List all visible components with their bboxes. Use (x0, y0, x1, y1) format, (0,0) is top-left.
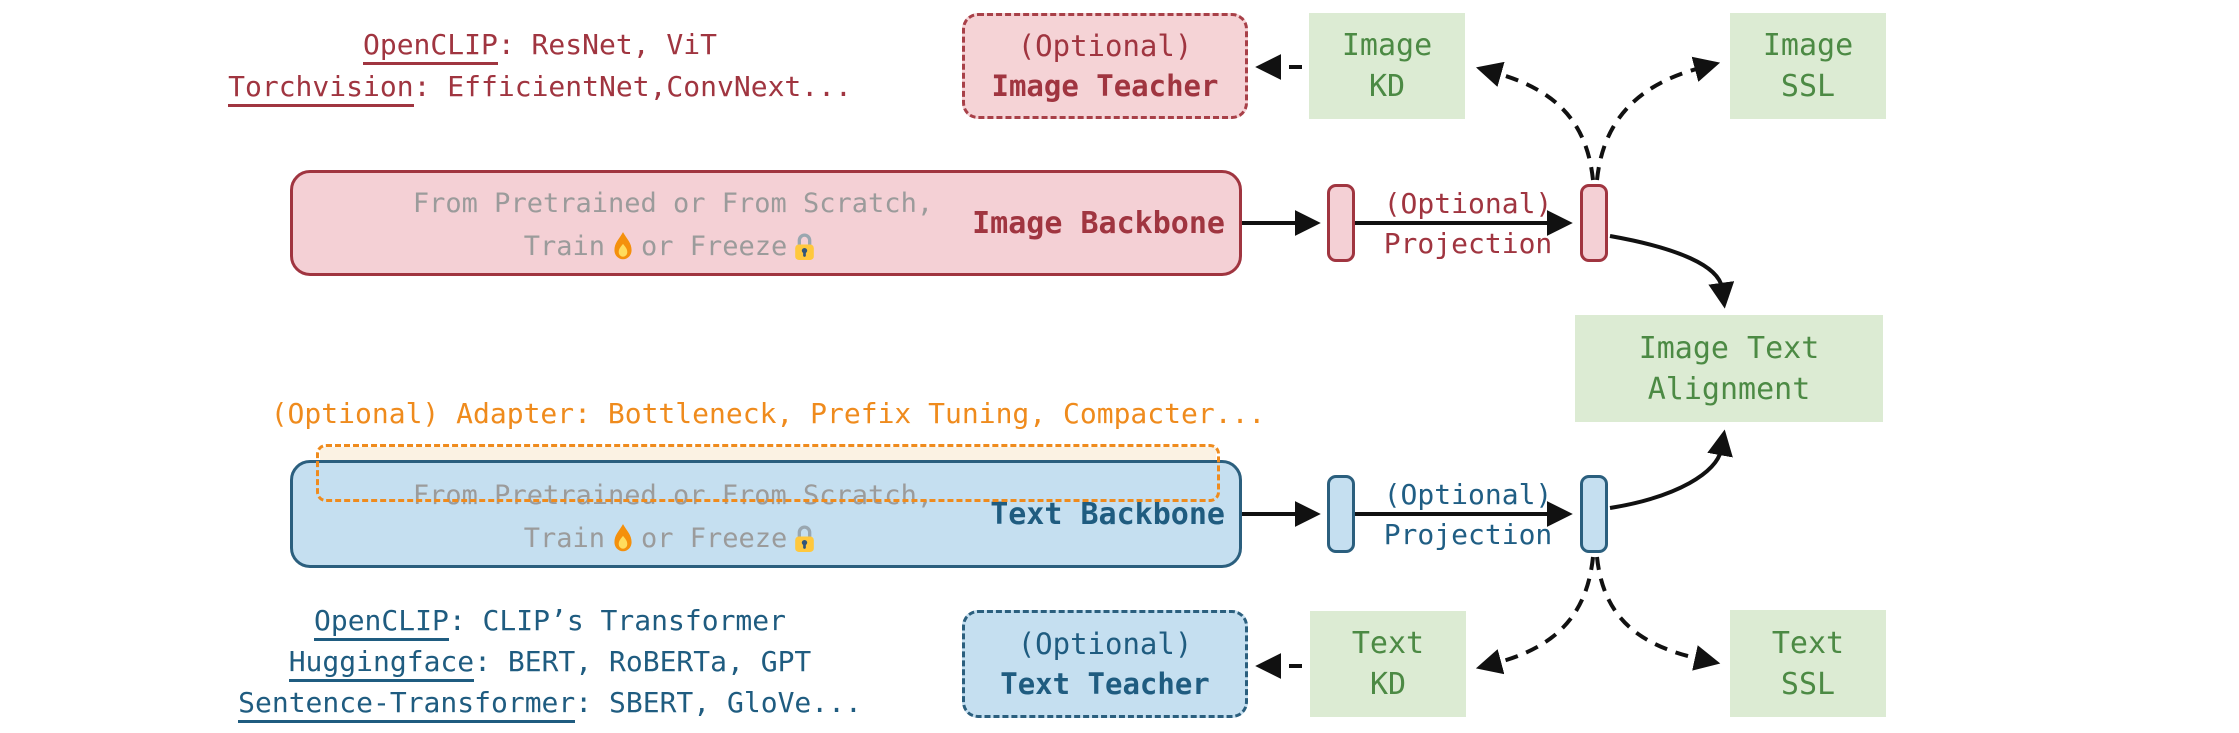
text-projection-out-rect (1580, 475, 1608, 553)
adapter-dashed-box (316, 444, 1220, 502)
image-projection-out-rect (1580, 184, 1608, 262)
fire-icon (610, 523, 636, 566)
text-model-sources-annotation: OpenCLIP: CLIP’s Transformer Huggingface… (200, 600, 900, 723)
text-kd-box: Text KD (1310, 611, 1466, 717)
text-teacher-optional-label: (Optional) (1017, 627, 1193, 661)
lock-icon (792, 523, 817, 566)
image-projection-to-kd-curve (1475, 61, 1595, 181)
image-ssl-box: Image SSL (1730, 13, 1886, 119)
text-teacher-label: Text Teacher (1000, 667, 1210, 701)
image-text-alignment-box: Image Text Alignment (1575, 315, 1883, 422)
image-teacher-optional-label: (Optional) (1017, 29, 1193, 63)
annotation-line: Torchvision: EfficientNet,ConvNext... (200, 66, 880, 108)
annotation-line: OpenCLIP: ResNet, ViT (200, 24, 880, 66)
text-projection-to-kd-curve (1475, 556, 1595, 675)
image-teacher-box: (Optional) Image Teacher (962, 13, 1248, 119)
image-projection-in-rect (1327, 184, 1355, 262)
annotation-line: Sentence-Transformer: SBERT, GloVe... (200, 682, 900, 723)
image-projection-to-ssl-curve (1595, 56, 1721, 181)
text-projection-in-rect (1327, 475, 1355, 553)
adapter-annotation: (Optional) Adapter: Bottleneck, Prefix T… (270, 397, 1266, 430)
text-backbone-label: Text Backbone (990, 496, 1225, 532)
text-ssl-box: Text SSL (1730, 610, 1886, 717)
image-kd-box: Image KD (1309, 13, 1465, 119)
image-projection-label: (Optional) Projection (1383, 187, 1553, 260)
image-backbone-label: Image Backbone (972, 205, 1225, 241)
adapter-box-fill (320, 447, 1216, 462)
fire-icon (610, 231, 636, 274)
lock-icon (792, 231, 817, 274)
text-projection-to-ssl-curve (1595, 556, 1721, 671)
annotation-line: OpenCLIP: CLIP’s Transformer (200, 600, 900, 641)
text-teacher-box: (Optional) Text Teacher (962, 610, 1248, 718)
annotation-line: Huggingface: BERT, RoBERTa, GPT (200, 641, 900, 682)
text-projection-label: (Optional) Projection (1383, 478, 1553, 551)
image-to-alignment-curve (1609, 234, 1735, 309)
text-to-alignment-curve (1609, 429, 1733, 510)
image-teacher-label: Image Teacher (991, 69, 1219, 103)
image-model-sources-annotation: OpenCLIP: ResNet, ViT Torchvision: Effic… (200, 24, 880, 108)
